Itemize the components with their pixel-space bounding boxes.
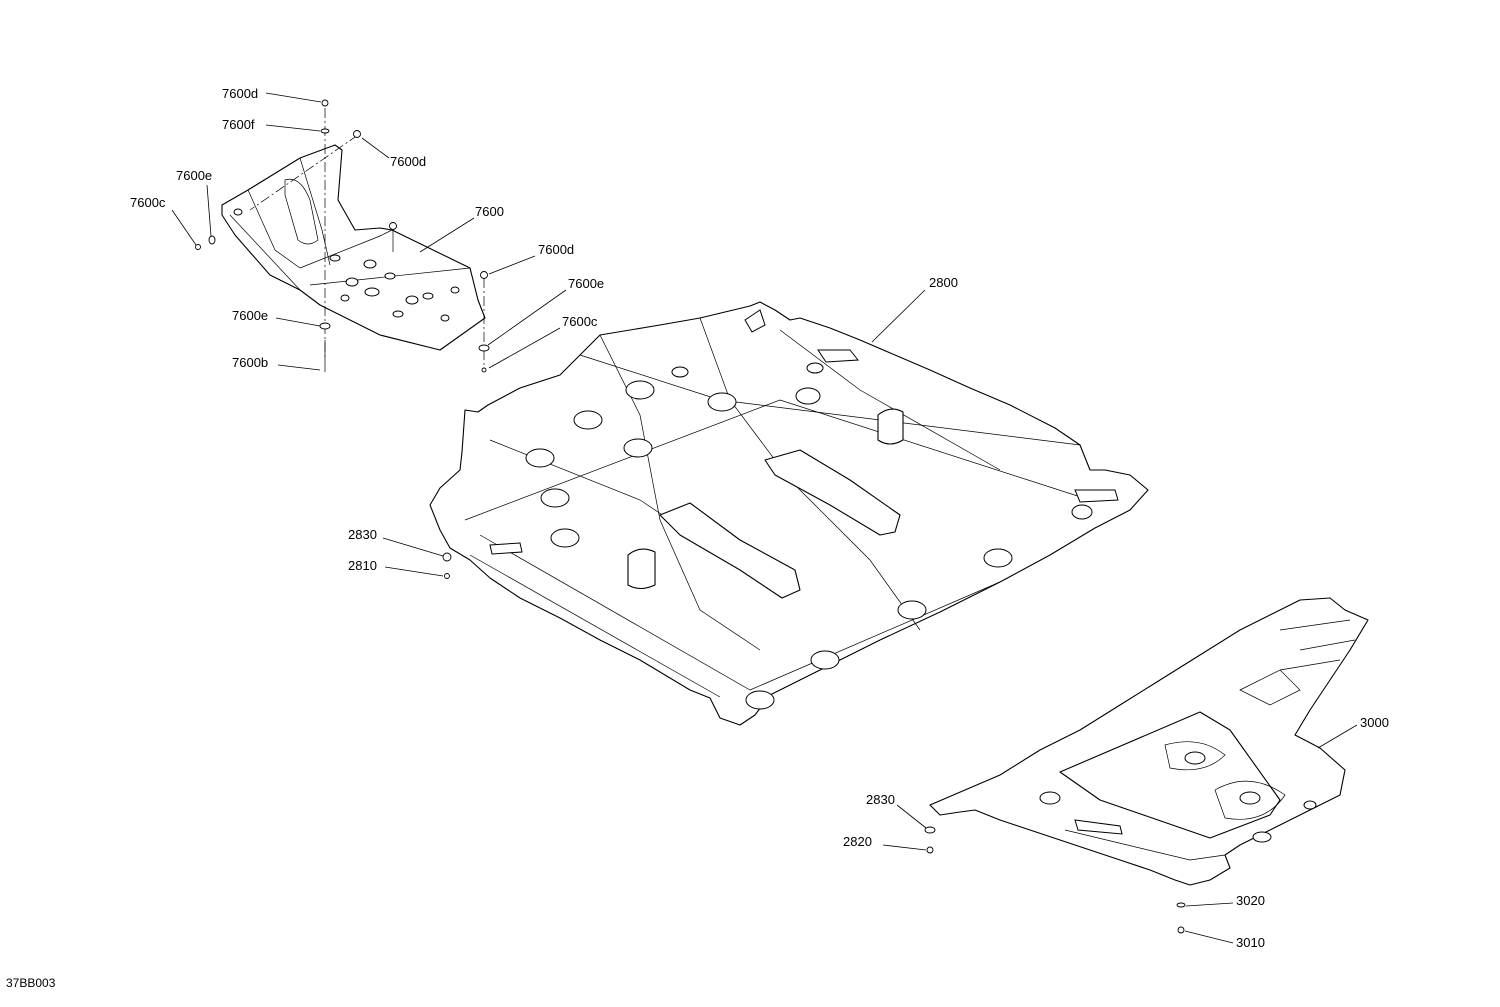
callout-label: 2820 (843, 834, 872, 849)
callout-label: 7600d (390, 154, 426, 169)
callout-label: 7600e (176, 168, 212, 183)
skid-plate-2800 (429, 301, 1149, 726)
callout-label: 7600 (475, 204, 504, 219)
callout-label: 7600d (538, 242, 574, 257)
drawing-reference-code: 37BB003 (6, 976, 56, 990)
callout-label: 7600e (568, 276, 604, 291)
callout-label: 7600d (222, 86, 258, 101)
leader-lines (171, 92, 1358, 944)
callout-label: 2800 (929, 275, 958, 290)
callout-label: 3020 (1236, 893, 1265, 908)
callout-label: 7600c (130, 195, 166, 210)
callout-label: 2810 (348, 558, 377, 573)
callout-labels: 7600d 7600f 7600d 7600e 7600c 7600 7600d… (130, 86, 1389, 950)
callout-label: 7600b (232, 355, 268, 370)
callout-label: 7600e (232, 308, 268, 323)
callout-label: 2830 (866, 792, 895, 807)
skid-plate-3000 (924, 597, 1369, 934)
callout-label: 3010 (1236, 935, 1265, 950)
callout-label: 7600c (562, 314, 598, 329)
callout-label: 2830 (348, 527, 377, 542)
callout-label: 7600f (222, 117, 255, 132)
skid-plate-7600 (195, 99, 490, 373)
callout-label: 3000 (1360, 715, 1389, 730)
